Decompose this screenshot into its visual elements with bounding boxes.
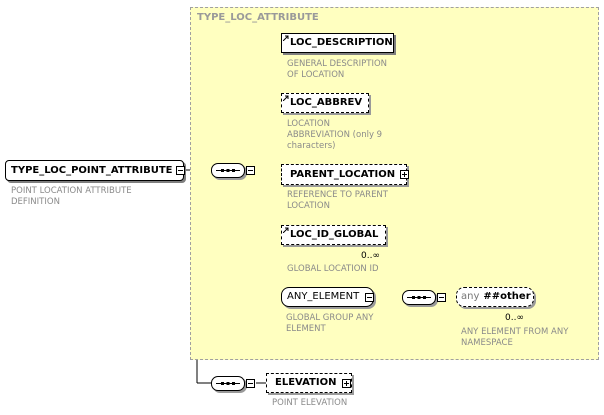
type-loc-attribute-title: TYPE_LOC_ATTRIBUTE bbox=[197, 12, 319, 23]
group-any-element[interactable]: ANY_ELEMENT bbox=[281, 287, 374, 307]
any-element-annotation: GLOBAL GROUP ANY ELEMENT bbox=[286, 313, 374, 334]
element-loc-description-label: LOC_DESCRIPTION bbox=[290, 37, 393, 48]
main-sequence-collapse-toggle[interactable] bbox=[246, 166, 255, 175]
reference-arrow-icon bbox=[283, 227, 289, 233]
minus-icon bbox=[367, 297, 372, 298]
element-elevation[interactable]: ELEVATION bbox=[266, 373, 352, 393]
element-loc-abbrev[interactable]: LOC_ABBREV bbox=[281, 93, 369, 113]
wildcard-namespace: ##other bbox=[483, 291, 531, 302]
sequence-icon bbox=[216, 169, 240, 172]
root-collapse-toggle[interactable] bbox=[176, 166, 185, 175]
plus-icon bbox=[402, 172, 407, 177]
reference-arrow-icon bbox=[283, 35, 289, 41]
minus-icon bbox=[248, 170, 253, 171]
reference-arrow-icon bbox=[283, 95, 289, 101]
elevation-expand-toggle[interactable] bbox=[342, 379, 351, 388]
root-element-type-loc-point-attribute[interactable]: TYPE_LOC_POINT_ATTRIBUTE bbox=[5, 160, 184, 181]
root-element-label: TYPE_LOC_POINT_ATTRIBUTE bbox=[11, 164, 173, 176]
any-element-collapse-toggle[interactable] bbox=[365, 293, 374, 302]
elevation-sequence-compositor[interactable] bbox=[211, 376, 245, 391]
plus-icon bbox=[344, 381, 349, 386]
element-elevation-label: ELEVATION bbox=[275, 377, 337, 388]
wildcard-keyword: any bbox=[461, 291, 480, 302]
element-parent-location[interactable]: PARENT_LOCATION bbox=[281, 164, 407, 185]
element-parent-location-label: PARENT_LOCATION bbox=[290, 168, 396, 180]
minus-icon bbox=[178, 170, 183, 171]
element-loc-id-global-label: LOC_ID_GLOBAL bbox=[290, 229, 379, 240]
elevation-sequence-collapse-toggle[interactable] bbox=[246, 379, 255, 388]
sequence-icon bbox=[407, 296, 431, 299]
parent-location-expand-toggle[interactable] bbox=[400, 170, 409, 179]
loc-description-annotation: GENERAL DESCRIPTION OF LOCATION bbox=[287, 59, 388, 80]
loc-id-global-annotation: GLOBAL LOCATION ID bbox=[287, 264, 379, 274]
loc-abbrev-annotation: LOCATION ABBREVIATION (only 9 characters… bbox=[287, 119, 383, 151]
root-annotation: POINT LOCATION ATTRIBUTE DEFINITION bbox=[11, 186, 132, 207]
loc-id-global-cardinality: 0..∞ bbox=[361, 251, 380, 261]
any-other-annotation: ANY ELEMENT FROM ANY NAMESPACE bbox=[461, 327, 569, 348]
minus-icon bbox=[248, 383, 253, 384]
minus-icon bbox=[439, 297, 444, 298]
any-element-sequence-collapse-toggle[interactable] bbox=[437, 293, 446, 302]
element-loc-abbrev-label: LOC_ABBREV bbox=[290, 97, 363, 108]
any-element-sequence-compositor[interactable] bbox=[402, 290, 436, 305]
elevation-annotation: POINT ELEVATION bbox=[272, 398, 348, 408]
main-sequence-compositor[interactable] bbox=[211, 163, 245, 178]
any-other-cardinality: 0..∞ bbox=[505, 313, 524, 323]
element-loc-description[interactable]: LOC_DESCRIPTION bbox=[281, 33, 394, 53]
parent-location-annotation: REFERENCE TO PARENT LOCATION bbox=[287, 190, 388, 211]
element-loc-id-global[interactable]: LOC_ID_GLOBAL bbox=[281, 225, 386, 245]
group-any-element-label: ANY_ELEMENT bbox=[287, 291, 360, 302]
wildcard-any-other[interactable]: any ##other bbox=[456, 287, 534, 307]
sequence-icon bbox=[216, 382, 240, 385]
